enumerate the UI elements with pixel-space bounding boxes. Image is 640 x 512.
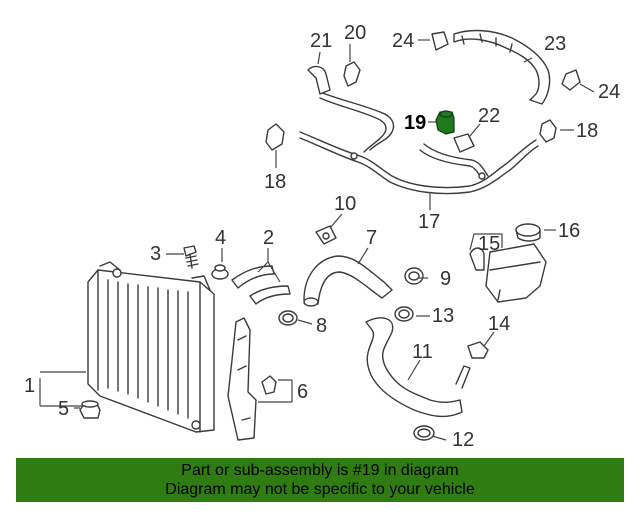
- callout-19[interactable]: 19: [404, 112, 426, 134]
- lower-hose: [365, 317, 471, 418]
- shroud: [227, 317, 277, 441]
- upper-hose-assembly: [453, 29, 551, 105]
- banner-line-2: Diagram may not be specific to your vehi…: [165, 481, 475, 498]
- callout-13: 13: [432, 305, 454, 327]
- leader-lines: [39, 39, 595, 441]
- bolt: [183, 245, 199, 269]
- upper-hose: [303, 255, 393, 307]
- callout-7: 7: [366, 227, 377, 249]
- callout-17: 17: [418, 211, 440, 233]
- callout-24-left: 24: [392, 30, 414, 52]
- callout-4: 4: [215, 227, 226, 249]
- banner-line-1: Part or sub-assembly is #19 in diagram: [181, 462, 459, 479]
- small-fittings: [265, 31, 581, 153]
- callout-14: 14: [488, 313, 510, 335]
- drain-plug: [79, 400, 101, 419]
- callout-16: 16: [558, 220, 580, 242]
- callout-22: 22: [478, 105, 500, 127]
- callout-labels: 1 2 3 4 5 6 7 8 9 10 11 12 13 14 15 16 1…: [24, 22, 620, 451]
- part-19-highlighted[interactable]: [435, 110, 455, 135]
- callout-11: 11: [412, 341, 433, 363]
- callout-24-right: 24: [598, 81, 620, 103]
- coolant-reservoir: [469, 243, 547, 303]
- callout-2: 2: [263, 227, 274, 249]
- callout-6: 6: [297, 381, 308, 403]
- callout-23: 23: [544, 33, 566, 55]
- hose-clip: [467, 341, 489, 359]
- callout-9: 9: [440, 268, 451, 290]
- callout-21: 21: [310, 30, 332, 52]
- callout-3: 3: [150, 243, 161, 265]
- info-banner: Part or sub-assembly is #19 in diagram D…: [16, 458, 624, 502]
- callout-5: 5: [58, 398, 69, 420]
- small-hoses: [231, 265, 291, 305]
- callout-10: 10: [334, 193, 356, 215]
- parts-diagram: 1 2 3 4 5 6 7 8 9 10 11 12 13 14 15 16 1…: [24, 22, 620, 451]
- clamps: [278, 225, 435, 441]
- heater-hose-assembly: [299, 91, 539, 195]
- callout-12: 12: [452, 429, 474, 451]
- radiator: [87, 261, 215, 433]
- callout-20: 20: [344, 22, 366, 44]
- callout-8: 8: [316, 315, 327, 337]
- callout-15: 15: [478, 233, 500, 255]
- callout-18-right: 18: [576, 120, 598, 142]
- reservoir-cap: [515, 223, 541, 242]
- callout-18-left: 18: [264, 171, 286, 193]
- grommet: [211, 264, 229, 280]
- callout-1: 1: [24, 375, 35, 397]
